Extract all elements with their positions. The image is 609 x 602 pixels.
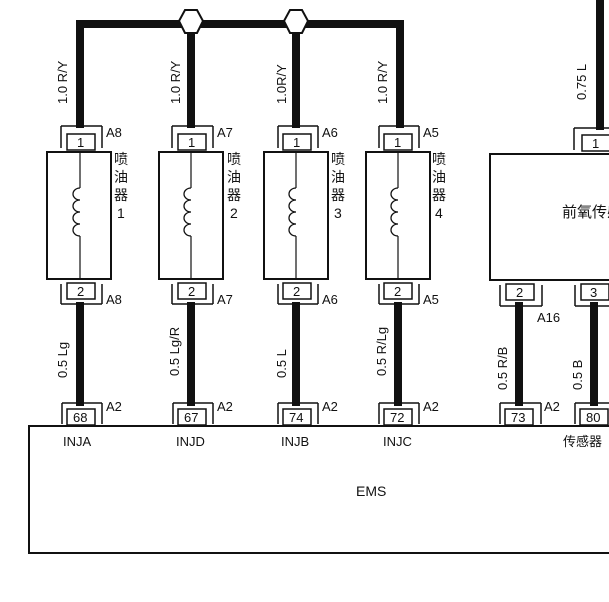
injector-2-top-pin: 1 — [188, 135, 195, 150]
o2-sensor-body — [489, 153, 609, 281]
injector-4-label-char-2: 油 — [432, 169, 446, 185]
injector-2-bottom-pin: 2 — [188, 284, 195, 299]
o2-pin-left: 2 — [516, 285, 523, 300]
injector-3-signal-wire-label: 0.5 L — [274, 349, 289, 378]
injector-1-bottom-pin: 2 — [77, 284, 84, 299]
injector-2-ems-connector: A2 — [217, 399, 233, 414]
o2-sensor: 0.75 L 1 前氧传感器 2 A16 3 0.5 R/B 0.5 B 73 … — [489, 64, 609, 449]
injector-2-label-char-3: 器 — [227, 187, 241, 203]
o2-wire-right-label: 0.5 B — [570, 360, 585, 390]
injector-3-ems-connector: A2 — [322, 399, 338, 414]
injector-4-label-char-3: 器 — [432, 187, 446, 203]
injector-1-supply-wire-label: 1.0 R/Y — [55, 60, 70, 104]
injector-1-label-char-1: 喷 — [114, 151, 128, 167]
ems-label: EMS — [356, 483, 386, 499]
injector-1-signal-wire-label: 0.5 Lg — [55, 342, 70, 378]
injector-1-label-char-3: 器 — [114, 187, 128, 203]
ems-module: EMS — [28, 425, 609, 554]
injector-1-ems-pin: 68 — [73, 410, 87, 425]
o2-ems-pin-left: 73 — [511, 410, 525, 425]
o2-wire-left-label: 0.5 R/B — [495, 347, 510, 390]
o2-sensor-label: 前氧传感器 — [562, 204, 609, 221]
injector-1-body — [46, 151, 112, 280]
injector-3-ems-pin: 74 — [289, 410, 303, 425]
injector-2: 1.0 R/Y 1 A7 喷 油 器 2 2 A7 0.5 Lg/R 67 A2… — [158, 60, 241, 449]
injector-4-ems-connector: A2 — [423, 399, 439, 414]
injector-4-label-char-1: 喷 — [432, 151, 446, 167]
splice-node-1 — [177, 9, 205, 34]
injector-1-label-char-4: 1 — [117, 205, 125, 221]
injector-4-signal-wire-label: 0.5 R/Lg — [374, 327, 389, 376]
injector-3: 1.0R/Y 1 A6 喷 油 器 3 2 A6 0.5 L 74 A2 INJ… — [263, 64, 345, 449]
o2-supply-wire-label: 0.75 L — [574, 64, 589, 100]
o2-ems-pin-left-connector: A2 — [544, 399, 560, 414]
power-bus — [76, 9, 404, 128]
injector-3-ems-signal: INJB — [281, 434, 309, 449]
o2-ems-pin-right: 80 — [586, 410, 600, 425]
injector-3-top-pin: 1 — [293, 135, 300, 150]
injector-1-top-pin: 1 — [77, 135, 84, 150]
injector-4-bottom-connector: A5 — [423, 292, 439, 307]
injector-3-label-char-4: 3 — [334, 205, 342, 221]
injector-2-bottom-connector: A7 — [217, 292, 233, 307]
injector-2-top-connector: A7 — [217, 125, 233, 140]
injector-1-top-connector: A8 — [106, 125, 122, 140]
o2-pin-right: 3 — [590, 285, 597, 300]
injector-3-bottom-connector: A6 — [322, 292, 338, 307]
injector-3-label-char-1: 喷 — [331, 151, 345, 167]
injector-2-label-char-2: 油 — [227, 169, 241, 185]
injector-3-top-connector: A6 — [322, 125, 338, 140]
injector-3-label-char-3: 器 — [331, 187, 345, 203]
injector-1-ems-connector: A2 — [106, 399, 122, 414]
injector-2-signal-wire-label: 0.5 Lg/R — [167, 327, 182, 376]
injector-3-label-char-2: 油 — [331, 169, 345, 185]
o2-top-pin: 1 — [592, 136, 599, 151]
o2-pin-left-connector: A16 — [537, 310, 560, 325]
injector-1: 1.0 R/Y 1 A8 喷 油 器 1 2 A8 0.5 Lg 68 A2 I… — [46, 60, 128, 449]
injector-2-label-char-4: 2 — [230, 205, 238, 221]
injector-4-bottom-pin: 2 — [394, 284, 401, 299]
injector-4-label-char-4: 4 — [435, 205, 443, 221]
injector-4-ems-pin: 72 — [390, 410, 404, 425]
injector-2-ems-pin: 67 — [184, 410, 198, 425]
injector-2-ems-signal: INJD — [176, 434, 205, 449]
injector-3-supply-wire-label: 1.0R/Y — [274, 64, 289, 104]
injector-2-label-char-1: 喷 — [227, 151, 241, 167]
o2-ems-label: 传感器 — [563, 434, 602, 449]
injector-4-top-pin: 1 — [394, 135, 401, 150]
injector-4: 1.0 R/Y 1 A5 喷 油 器 4 2 A5 0.5 R/Lg 72 A2… — [365, 60, 446, 449]
injector-3-bottom-pin: 2 — [293, 284, 300, 299]
injector-1-ems-signal: INJA — [63, 434, 92, 449]
splice-node-2 — [282, 9, 310, 34]
injector-4-ems-signal: INJC — [383, 434, 412, 449]
injector-4-top-connector: A5 — [423, 125, 439, 140]
injector-4-supply-wire-label: 1.0 R/Y — [375, 60, 390, 104]
injector-2-supply-wire-label: 1.0 R/Y — [168, 60, 183, 104]
injector-1-label-char-2: 油 — [114, 169, 128, 185]
injector-1-bottom-connector: A8 — [106, 292, 122, 307]
